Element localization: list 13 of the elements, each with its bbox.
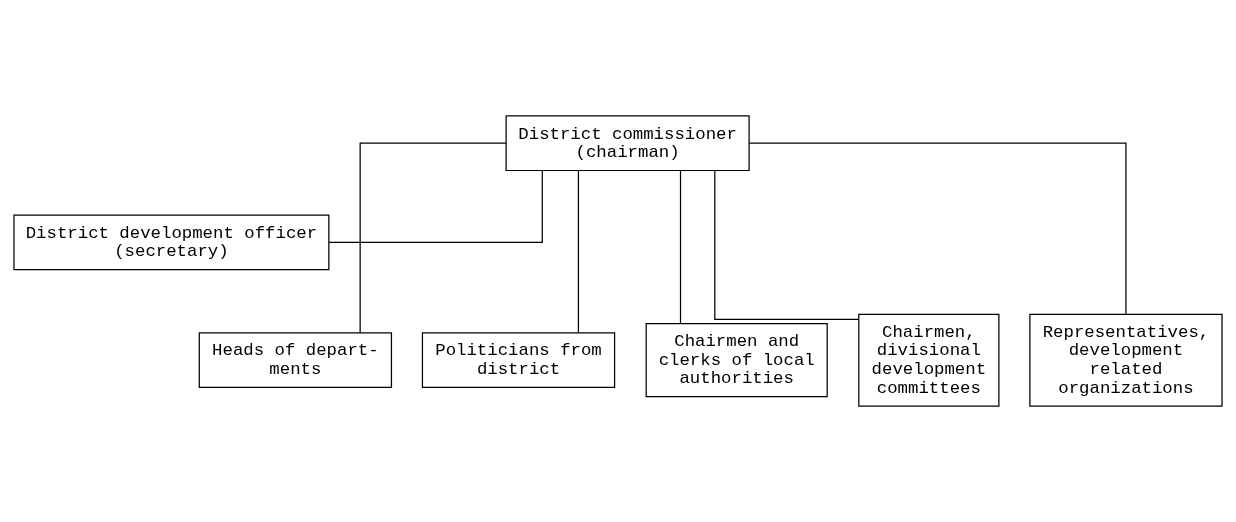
connector xyxy=(577,170,580,334)
connector xyxy=(679,170,682,325)
node-box: District development officer (secretary) xyxy=(13,214,330,271)
node-box: Chairmen, divisional development committees xyxy=(858,313,1000,407)
node-box: Politicians from district xyxy=(421,332,616,389)
node-box: District commissioner (chairman) xyxy=(505,115,750,172)
connector xyxy=(359,142,507,334)
connector xyxy=(714,170,860,320)
connector xyxy=(328,170,543,243)
connector xyxy=(748,142,1127,315)
node-box: Chairmen and clerks of local authorities xyxy=(645,323,828,398)
node-box: Representatives, development related organizations xyxy=(1029,313,1223,407)
node-box: Heads of depart- ments xyxy=(198,332,393,389)
